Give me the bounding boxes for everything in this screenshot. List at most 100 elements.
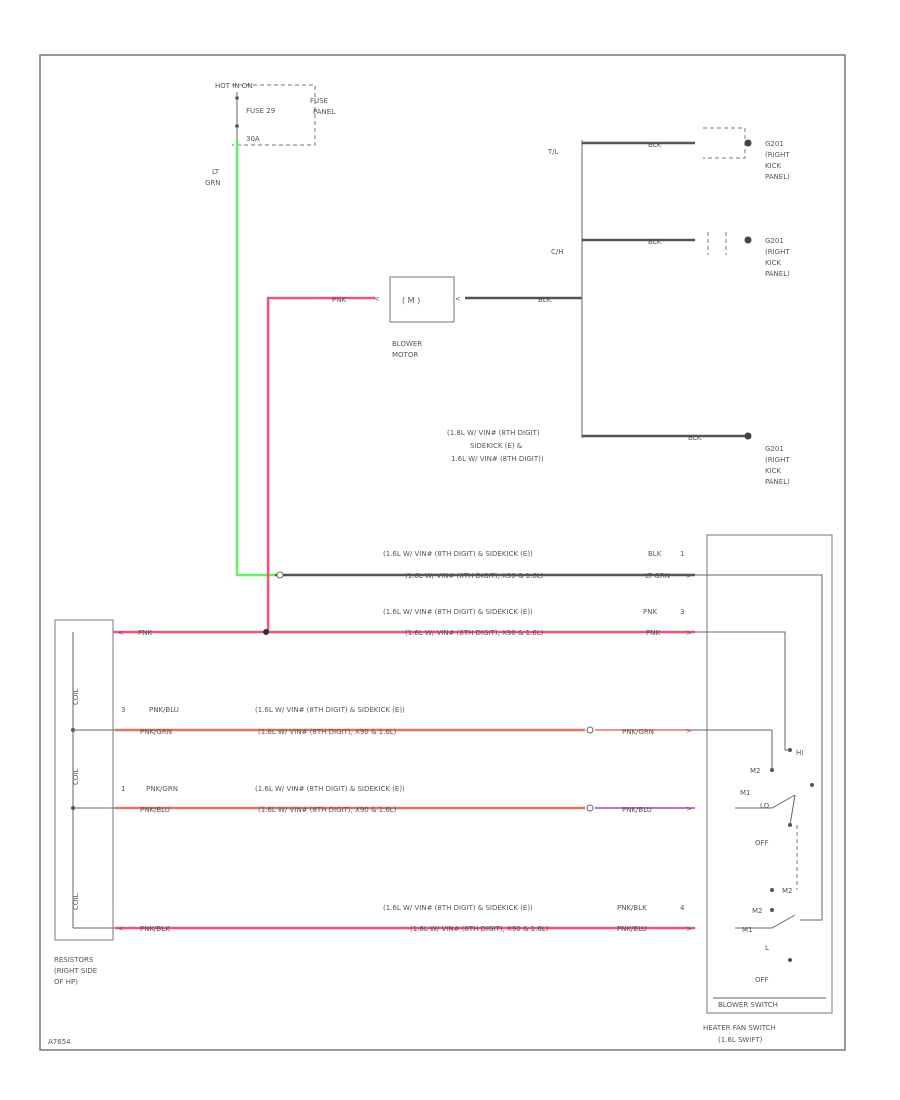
sw-lower-m1: M1 xyxy=(742,926,753,934)
resistor-label-1: RESISTORS xyxy=(54,956,94,964)
row3-res-wire-a: PNK/BLU xyxy=(149,706,179,714)
harness-row-3: 3 PNK/BLU PNK/GRN (1.6L W/ VIN# (8TH DIG… xyxy=(73,706,695,736)
coil-label-1: COIL xyxy=(72,689,80,705)
sw-conn-5: > xyxy=(686,925,692,933)
ground-3-label-1: G201 xyxy=(765,445,784,453)
sw-lower-m2: M2 xyxy=(752,907,763,915)
resistor-label-3: OF HP) xyxy=(54,978,78,986)
sw-upper-off: OFF xyxy=(755,839,769,847)
ground-branch-3: (1.8L W/ VIN# (8TH DIGIT) SIDEKICK (E) &… xyxy=(447,429,790,486)
row2-note-top: (1.6L W/ VIN# (8TH DIGIT) & SIDEKICK (E)… xyxy=(383,608,533,616)
sw-conn-3: > xyxy=(686,727,692,735)
ground-2-cond: C/H xyxy=(551,248,564,256)
fuse-terminal-top xyxy=(235,96,239,100)
ground-1-wire: BLK xyxy=(648,141,662,149)
ground-3-label-2: (RIGHT xyxy=(765,456,790,464)
sw-conn-1: > xyxy=(686,572,692,580)
blower-motor-box xyxy=(389,276,455,323)
row2-wire-a: PNK xyxy=(643,608,657,616)
row4-res-pin: 1 xyxy=(121,785,125,793)
frame-code: A7654 xyxy=(48,1038,71,1046)
resistor-box xyxy=(54,619,114,941)
resistor-label-2: (RIGHT SIDE xyxy=(54,967,97,975)
harness-row-1: (1.6L W/ VIN# (8TH DIGIT) & SIDEKICK (E)… xyxy=(275,550,695,580)
blower-motor: PNK < ( M ) < BLK BLOWER MOTOR xyxy=(266,276,582,632)
row3-sw-wire: PNK/GRN xyxy=(622,728,654,736)
lt-grn-wire xyxy=(235,140,275,577)
row1-note-top: (1.6L W/ VIN# (8TH DIGIT) & SIDEKICK (E)… xyxy=(383,550,533,558)
fuse-wire-label-2: GRN xyxy=(205,179,221,187)
row3-note-bot: (1.6L W/ VIN# (8TH DIGIT), X90 & 1.6L) xyxy=(258,728,397,736)
row5-pin: 4 xyxy=(680,904,685,912)
row4-note-top: (1.6L W/ VIN# (8TH DIGIT) & SIDEKICK (E)… xyxy=(255,785,405,793)
row5-wire-a: PNK/BLK xyxy=(617,904,647,912)
row5-note-bot: (1.6L W/ VIN# (8TH DIGIT), X90 & 1.6L) xyxy=(410,925,549,933)
ground-3-cond-2: SIDEKICK (E) & xyxy=(470,442,523,450)
row5-wire-b: PNK/BLU xyxy=(617,925,647,933)
coil-label-3: COIL xyxy=(72,894,80,910)
row5-res-conn: < xyxy=(118,925,124,933)
ground-1-label-4: PANEL) xyxy=(765,173,790,181)
ground-1-label-3: KICK xyxy=(765,162,782,170)
row2-res-conn: < xyxy=(118,629,124,637)
fuse-panel: HOT IN ON FUSE 29 30A FUSE PANEL LT GRN xyxy=(205,82,335,187)
hot-in-on-label: HOT IN ON xyxy=(215,82,253,90)
row4-sw-wire: PNK/BLU xyxy=(622,806,652,814)
sw-lower-m2-top: M2 xyxy=(782,887,793,895)
motor-label-1: BLOWER xyxy=(392,340,422,348)
pnk-wire-to-motor xyxy=(266,296,375,632)
ground-2-wire: BLK xyxy=(648,238,662,246)
harness-row-2: < PNK (1.6L W/ VIN# (8TH DIGIT) & SIDEKI… xyxy=(113,608,695,637)
row3-res-wire-b: PNK/GRN xyxy=(140,728,172,736)
motor-connector-in: < xyxy=(374,295,380,303)
fuse-terminal-bot xyxy=(235,124,239,128)
row1-wire-b: LT GRN xyxy=(645,572,670,580)
motor-label-2: MOTOR xyxy=(392,351,418,359)
resistor-block: COIL COIL COIL RESISTORS (RIGHT SIDE OF … xyxy=(54,619,114,986)
diagram-frame xyxy=(39,54,846,1051)
row1-note-bot: (1.6L W/ VIN# (8TH DIGIT), X90 & 1.6L) xyxy=(405,572,544,580)
sw-upper-m2: M2 xyxy=(750,767,761,775)
ground-2-label-3: KICK xyxy=(765,259,782,267)
row2-wire-b: PNK xyxy=(646,629,660,637)
row2-res-wire: PNK xyxy=(138,629,152,637)
row3-res-pin: 3 xyxy=(121,706,125,714)
ground-branch-1: T/L BLK G201 (RIGHT KICK PANEL) xyxy=(547,127,790,181)
fuse-number-label: FUSE 29 xyxy=(246,107,275,115)
ground-1-label-1: G201 xyxy=(765,140,784,148)
fuse-panel-label-2: PANEL xyxy=(313,108,335,116)
ground-2-label-1: G201 xyxy=(765,237,784,245)
ground-2-label-4: PANEL) xyxy=(765,270,790,278)
sw-conn-4: > xyxy=(686,805,692,813)
fuse-panel-label-1: FUSE xyxy=(310,97,328,105)
switch-outer-box xyxy=(706,534,833,1014)
harness-row-4: 1 PNK/GRN PNK/BLU (1.6L W/ VIN# (8TH DIG… xyxy=(73,785,695,814)
switch-outer-label-2: (1.6L SWIFT) xyxy=(718,1036,763,1044)
motor-wire-in-label: PNK xyxy=(332,296,346,304)
switch-inner-label: BLOWER SWITCH xyxy=(718,1001,778,1009)
switch-outer-label-1: HEATER FAN SWITCH xyxy=(703,1024,776,1032)
row5-note-top: (1.6L W/ VIN# (8TH DIGIT) & SIDEKICK (E)… xyxy=(383,904,533,912)
row4-res-wire-b: PNK/BLU xyxy=(140,806,170,814)
motor-connector-out: < xyxy=(455,295,461,303)
heater-fan-switch: HI M2 M1 LO OFF M2 M2 M1 L OFF BLOWER SW… xyxy=(695,534,833,1044)
motor-symbol: ( M ) xyxy=(402,296,420,305)
sw-conn-2: > xyxy=(686,629,692,637)
row2-note-bot: (1.6L W/ VIN# (8TH DIGIT), X90 & 1.6L) xyxy=(405,629,544,637)
sw-lower-off: OFF xyxy=(755,976,769,984)
ground-branch-2: C/H BLK G201 (RIGHT KICK PANEL) xyxy=(551,232,790,278)
row1-pin: 1 xyxy=(680,550,684,558)
ground-3-cond-3: 1.6L W/ VIN# (8TH DIGIT)) xyxy=(451,455,544,463)
sw-upper-lo: LO xyxy=(760,802,770,810)
row1-wire-a: BLK xyxy=(648,550,662,558)
sw-lower-lo: L xyxy=(765,944,769,952)
harness-row-5: < PNK/BLK (1.6L W/ VIN# (8TH DIGIT) & SI… xyxy=(73,904,695,933)
fuse-wire-label-1: LT xyxy=(212,168,220,176)
fuse-amp-label: 30A xyxy=(246,135,260,143)
row4-note-bot: (1.6L W/ VIN# (8TH DIGIT), X90 & 1.6L) xyxy=(258,806,397,814)
row3-note-top: (1.6L W/ VIN# (8TH DIGIT) & SIDEKICK (E)… xyxy=(255,706,405,714)
ground-1-cond: T/L xyxy=(547,148,559,156)
sw-upper-hi: HI xyxy=(796,749,803,757)
ground-3-label-3: KICK xyxy=(765,467,782,475)
